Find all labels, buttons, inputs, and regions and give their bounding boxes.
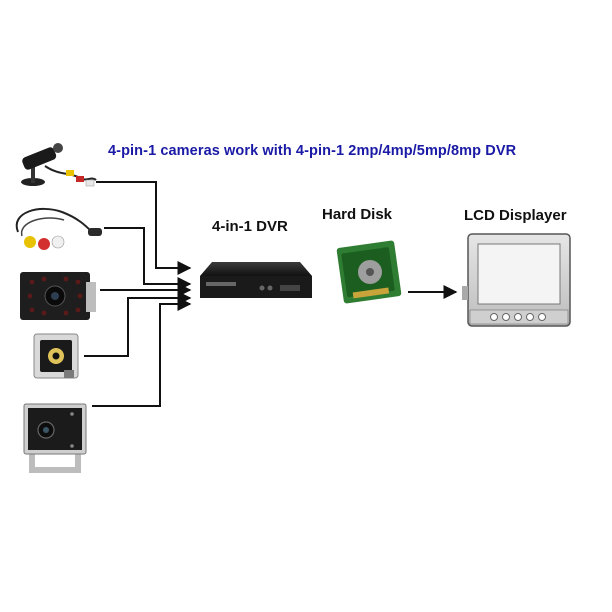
- lcd-displayer-label: LCD Displayer: [464, 207, 567, 224]
- camera-connection-lines: [84, 181, 192, 407]
- ir-board-camera-icon: [20, 272, 96, 320]
- mini-pinhole-camera-icon: [33, 333, 79, 379]
- hard-disk-label: Hard Disk: [322, 206, 393, 223]
- square-mini-camera-icon: [23, 403, 87, 473]
- dvr-recorder-icon: [200, 262, 312, 298]
- line-camera-5: [92, 297, 192, 407]
- cable-pinhole-camera-icon: [15, 207, 102, 250]
- headline: 4-pin-1 cameras work with 4-pin-1 2mp/4m…: [108, 143, 517, 159]
- line-camera-4: [84, 291, 192, 357]
- dvr-label: 4-in-1 DVR: [212, 218, 288, 235]
- hard-disk-drive-icon: [336, 240, 402, 304]
- bullet-camera-icon: [21, 143, 97, 187]
- lcd-monitor-icon: [462, 233, 571, 327]
- line-camera-1: [96, 181, 192, 275]
- line-camera-2: [104, 227, 192, 291]
